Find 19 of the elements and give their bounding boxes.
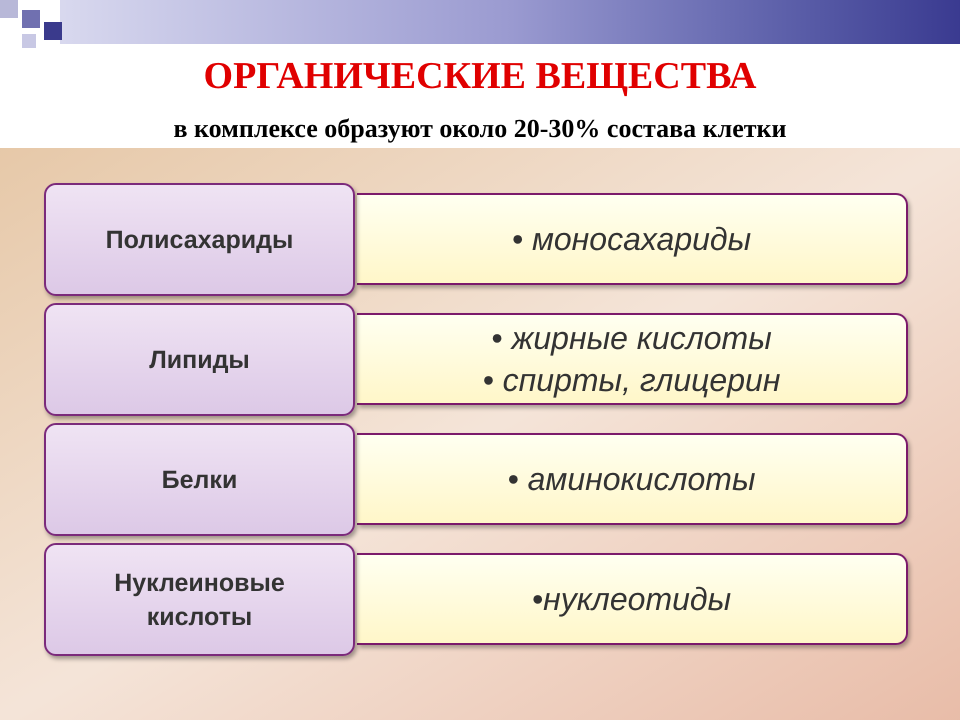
category-box: [44, 183, 355, 296]
monomer-label: •нуклеотиды: [532, 580, 732, 619]
category-box: [44, 543, 355, 656]
monomer-label: • аминокислоты: [508, 460, 756, 499]
category-label: Полисахариды: [104, 224, 294, 256]
monomer-label: • жирные кислоты: [491, 319, 772, 358]
monomer-box: [357, 433, 908, 525]
category-label: Липиды: [148, 344, 251, 376]
category-label: Нуклеиновые кислоты: [113, 568, 286, 632]
monomer-box: [357, 193, 908, 285]
monomer-box: [357, 553, 908, 645]
title: ОРГАНИЧЕСКИЕ ВЕЩЕСТВА: [202, 54, 758, 99]
monomer-box: [357, 313, 908, 405]
category-box: [44, 423, 355, 536]
monomer-label: • моносахариды: [512, 220, 752, 259]
subtitle: в комплексе образуют около 20-30% состава клетки: [172, 113, 788, 145]
category-label: Белки: [160, 464, 238, 496]
category-box: [44, 303, 355, 416]
monomer-label: • спирты, глицерин: [482, 361, 780, 400]
